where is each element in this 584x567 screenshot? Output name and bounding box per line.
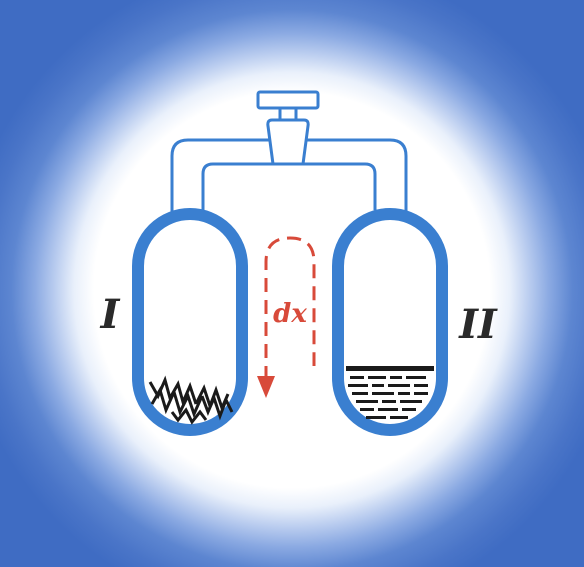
arrow-down-icon <box>257 236 316 398</box>
vessel-2-label: II <box>458 301 498 348</box>
transfer-label: dx <box>273 299 307 329</box>
vessel-2 <box>332 208 448 436</box>
liquid-icon <box>346 366 434 419</box>
crystals-icon <box>148 375 234 425</box>
vessel-1 <box>132 208 248 436</box>
vessel-1-label: I <box>100 291 121 338</box>
valve-icon <box>256 90 320 166</box>
